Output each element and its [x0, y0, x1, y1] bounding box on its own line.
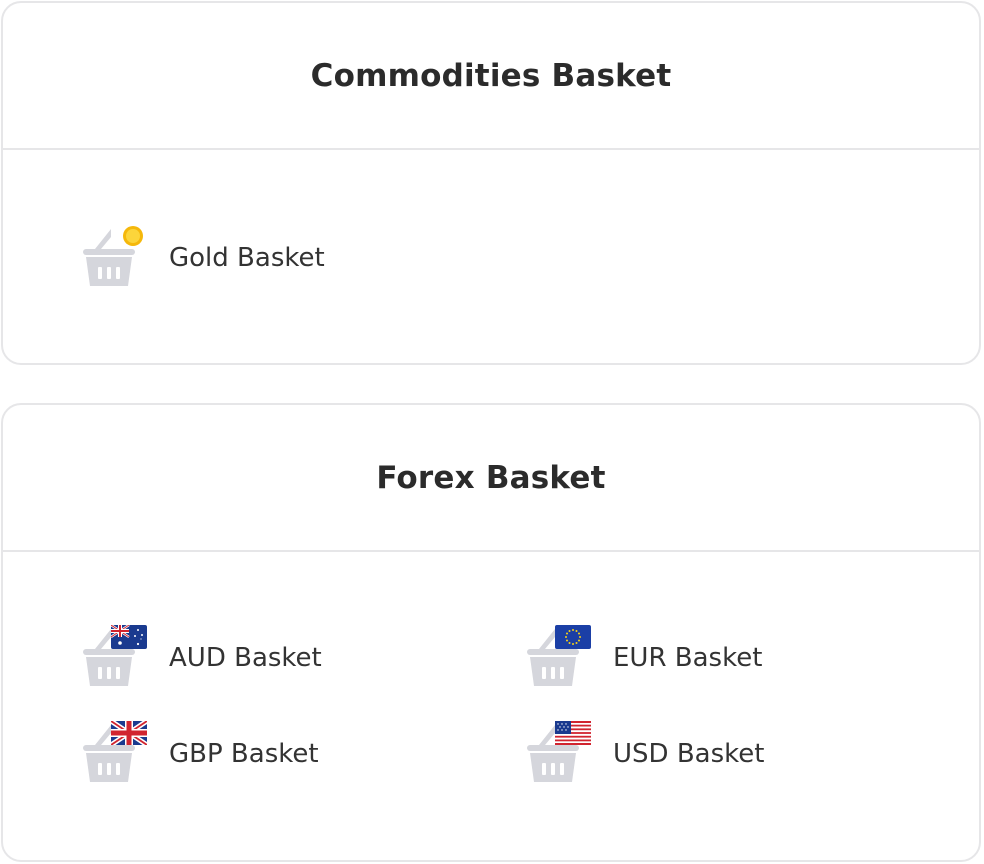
eu-flag-icon [555, 625, 591, 649]
basket-icon [81, 225, 147, 291]
us-flag-icon [555, 721, 591, 745]
forex-basket-card: Forex Basket [1, 403, 981, 862]
gold-basket-item[interactable]: Gold Basket [81, 225, 325, 291]
basket-label: EUR Basket [613, 643, 763, 673]
australia-flag-icon [111, 625, 147, 649]
uk-flag-icon [111, 721, 147, 745]
basket-icon [525, 721, 591, 787]
basket-icon [525, 625, 591, 691]
card-header: Commodities Basket [3, 3, 979, 150]
basket-label: AUD Basket [169, 643, 322, 673]
card-title: Commodities Basket [310, 57, 672, 94]
aud-basket-item[interactable]: AUD Basket [81, 625, 322, 691]
card-header: Forex Basket [3, 405, 979, 552]
basket-label: Gold Basket [169, 243, 325, 273]
basket-label: GBP Basket [169, 739, 319, 769]
basket-icon [81, 721, 147, 787]
gbp-basket-item[interactable]: GBP Basket [81, 721, 319, 787]
card-title: Forex Basket [376, 459, 606, 496]
eur-basket-item[interactable]: EUR Basket [525, 625, 762, 691]
basket-label: USD Basket [613, 739, 765, 769]
gold-coin-icon [122, 225, 144, 247]
commodities-basket-card: Commodities Basket [1, 1, 981, 365]
basket-icon [81, 625, 147, 691]
usd-basket-item[interactable]: USD Basket [525, 721, 764, 787]
